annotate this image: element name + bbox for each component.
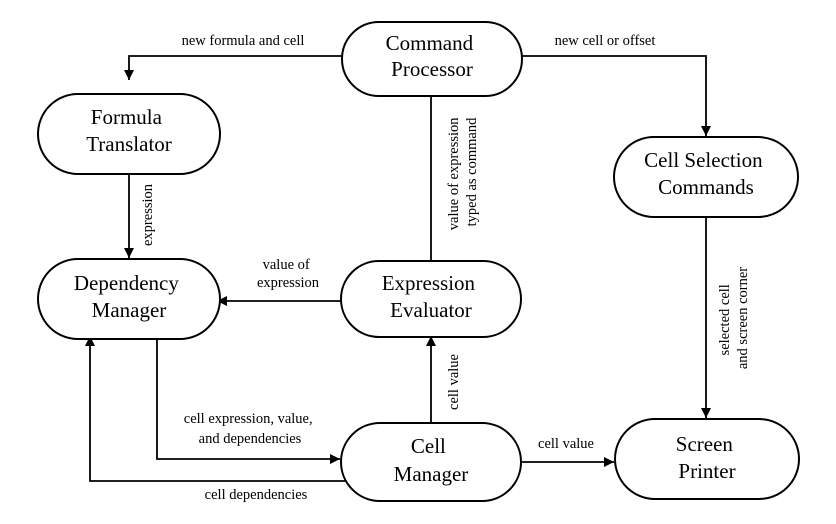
edge-label-line: selected cell (717, 284, 733, 355)
node-label-line: Cell (411, 434, 446, 458)
edge-label-cell-expression-value-deps: cell expression, value, and dependencies (184, 411, 316, 447)
node-label-line: Commands (658, 175, 754, 199)
svg-text:Cell Selection Commands: Cell Selection Commands (644, 148, 768, 199)
svg-text:selected cell and screen: selected cell and screen corner (717, 267, 751, 369)
svg-text:Cell Manager: Cell Manager (394, 434, 469, 486)
node-cell-selection-commands: Cell Selection Commands (613, 136, 799, 218)
node-label-line: Screen (676, 432, 734, 456)
edge-command-to-formula (124, 55, 342, 80)
node-formula-translator: Formula Translator (37, 93, 221, 175)
edge-label-line: typed as command (464, 117, 480, 226)
node-screen-printer: Screen Printer (614, 418, 800, 500)
edge-label-line: and screen corner (735, 267, 751, 369)
svg-text:Formula Translator: Formula Translator (86, 105, 172, 156)
svg-text:Expression Evaluator: Expression Evaluator (382, 271, 481, 322)
node-label-line: Manager (394, 462, 469, 486)
svg-text:Dependency Manager: Dependency Manager (74, 271, 184, 322)
node-label-line: Evaluator (390, 298, 472, 322)
node-command-processor: Command Processor (341, 21, 523, 97)
edge-label-cell-value-horizontal: cell value (538, 436, 594, 452)
node-label-line: Command (386, 31, 474, 55)
edge-label-value-of-expression: value of expression (257, 257, 320, 291)
node-label-line: Dependency (74, 271, 179, 295)
node-label-line: Formula (91, 105, 163, 129)
svg-text:Command Processor: Command Processor (386, 31, 479, 81)
node-label-line: Cell Selection (644, 148, 763, 172)
node-label-line: Translator (86, 132, 172, 156)
edge-label-new-formula-and-cell: new formula and cell (182, 33, 305, 49)
edge-label-line: and dependencies (199, 431, 302, 447)
edge-label-line: value of expression (446, 117, 462, 230)
edge-dependency-to-cell-manager (156, 340, 340, 464)
svg-text:Screen Printer: Screen Printer (676, 432, 738, 483)
node-label-line: Processor (391, 57, 473, 81)
node-label-line: Printer (678, 459, 735, 483)
svg-text:value of expression type: value of expression typed as command (446, 114, 480, 230)
node-cell-manager: Cell Manager (340, 422, 522, 502)
edge-label-line: value of (263, 257, 310, 273)
edge-label-new-cell-or-offset: new cell or offset (555, 33, 656, 49)
edge-label-selected-cell-screen-corner: selected cell and screen corner (717, 267, 751, 369)
node-expression-evaluator: Expression Evaluator (340, 260, 522, 338)
node-dependency-manager: Dependency Manager (37, 258, 221, 340)
node-label-line: Manager (92, 298, 167, 322)
edge-label-value-typed-as-command: value of expression typed as command (446, 114, 480, 230)
edge-label-expression: expression (140, 183, 156, 246)
edge-cell-manager-to-dependency (85, 336, 345, 482)
node-label-line: Expression (382, 271, 476, 295)
edge-label-line: expression (257, 275, 320, 291)
edge-label-line: cell expression, value, (184, 411, 313, 427)
edge-label-cell-dependencies: cell dependencies (205, 487, 308, 503)
edge-label-cell-value-vertical: cell value (446, 354, 462, 410)
edge-command-to-cell-selection (522, 55, 711, 136)
